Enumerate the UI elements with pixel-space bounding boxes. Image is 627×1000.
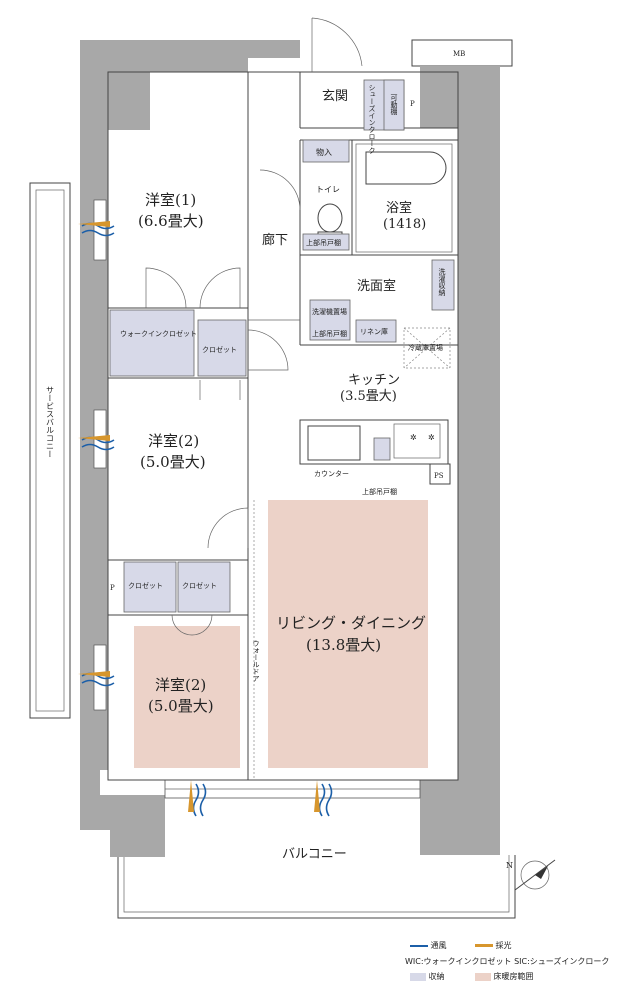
room-bath: 浴室 — [386, 200, 412, 216]
sic-label: シューズインクローク — [368, 84, 376, 154]
svg-text:✲: ✲ — [410, 433, 417, 442]
legend-ventilation-swatch — [410, 944, 428, 947]
room-hallway: 廊下 — [262, 232, 288, 248]
legend-daylight: 採光 — [475, 940, 512, 951]
room-western2b: 洋室(2) — [155, 676, 206, 694]
room-washroom: 洗面室 — [357, 278, 396, 294]
closet-label-3: クロゼット — [182, 581, 217, 590]
legend-storage-label: 収納 — [428, 972, 445, 981]
room-entrance: 玄関 — [322, 89, 348, 104]
legend-ventilation: 通風 — [410, 940, 447, 951]
room-toilet: トイレ — [316, 185, 340, 194]
toilet-cabinet-label: 上部吊戸棚 — [306, 238, 341, 247]
movable-shelf — [383, 79, 405, 131]
legend-heating: 床暖房範囲 — [475, 971, 534, 982]
p-label-1: P — [410, 100, 415, 108]
legend-storage-swatch — [410, 972, 426, 981]
legend-daylight-swatch — [475, 944, 493, 947]
closet-label-1: クロゼット — [202, 345, 237, 354]
door-swings — [145, 169, 301, 636]
svg-text:✲: ✲ — [428, 433, 435, 442]
bathtub — [355, 143, 453, 253]
legend-storage: 収納 — [410, 971, 445, 982]
closet-western2b-right — [177, 561, 231, 613]
wash-shelf — [431, 259, 455, 311]
compass-icon — [514, 859, 556, 891]
daylight-marks — [78, 221, 320, 812]
washer-label: 洗濯機置場 — [312, 307, 347, 316]
room-western2b-size: (5.0畳大) — [148, 697, 214, 715]
heating-area-western2b — [134, 626, 240, 768]
storage-box — [302, 139, 350, 163]
washer-area — [309, 299, 351, 341]
legend-daylight-label: 採光 — [495, 941, 512, 950]
p-label-2: P — [110, 584, 115, 592]
room-western2a-size: (5.0畳大) — [140, 453, 206, 471]
counter-label: カウンター — [314, 469, 349, 478]
kitchen-counter: ✲ ✲ — [299, 419, 451, 485]
wash-shelf-label: 洗濯収納 — [438, 267, 446, 297]
closet-western2a — [197, 319, 247, 377]
service-balcony-label: サービスバルコニー — [46, 386, 55, 458]
legend-ventilation-label: 通風 — [430, 941, 447, 950]
kitchen-cabinet-label: 上部吊戸棚 — [362, 487, 397, 496]
room-living-size: (13.8畳大) — [306, 636, 381, 654]
room-kitchen: キッチン — [348, 373, 400, 388]
room-kitchen-size: (3.5畳大) — [340, 389, 397, 404]
north-label: N — [506, 861, 513, 870]
linen-label: リネン庫 — [360, 327, 388, 336]
movable-shelf-label: 可動棚 — [390, 94, 398, 116]
wash-cabinet-label: 上部吊戸棚 — [312, 329, 347, 338]
service-balcony-railing — [29, 182, 71, 719]
mb-label: MB — [453, 50, 465, 58]
legend-heating-label: 床暖房範囲 — [493, 972, 534, 981]
fridge-area — [403, 327, 451, 369]
windows-bottom — [164, 779, 421, 799]
balcony-railing — [117, 855, 516, 919]
closet-western2b-left — [123, 561, 177, 613]
room-bath-size: (1418) — [383, 217, 426, 232]
fridge-label: 冷蔵庫置場 — [408, 343, 443, 352]
storage-label: 物入 — [316, 147, 332, 157]
heating-area-living — [268, 500, 428, 768]
room-western1-size: (6.6畳大) — [138, 212, 204, 230]
legend-abbrev: WIC:ウォークインクロゼット SIC:シューズインクローク — [405, 957, 610, 966]
linen-closet — [355, 319, 397, 343]
toilet-upper-cabinet — [302, 233, 350, 251]
wall-door-label: ウォールドア — [252, 640, 260, 682]
room-living: リビング・ダイニング — [276, 614, 426, 632]
wic-label: ウォークインクロゼット — [120, 329, 197, 338]
entrance-door — [311, 17, 363, 72]
ps-label: PS — [434, 472, 444, 480]
balcony-label: バルコニー — [282, 847, 347, 862]
room-western1: 洋室(1) — [145, 191, 196, 209]
walk-in-closet — [109, 309, 195, 377]
room-western2a: 洋室(2) — [148, 432, 199, 450]
closet-label-2: クロゼット — [128, 581, 163, 590]
legend-heating-swatch — [475, 972, 491, 981]
